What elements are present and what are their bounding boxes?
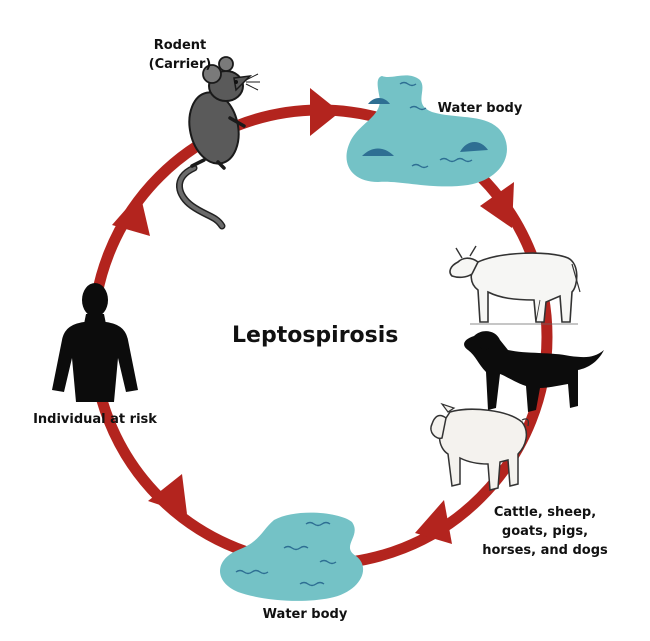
pig-icon bbox=[430, 402, 529, 491]
cycle-arrow-lower-right bbox=[415, 500, 452, 544]
animals-label: Cattle, sheep, goats, pigs, horses, and … bbox=[470, 503, 620, 560]
water-top-label: Water body bbox=[437, 101, 523, 116]
human-silhouette-icon bbox=[52, 283, 138, 402]
rodent-label: Rodent (Carrier) bbox=[130, 36, 230, 74]
water-bottom-label: Water body bbox=[262, 607, 348, 622]
rodent-label-line1: Rodent bbox=[153, 38, 207, 53]
human-label: Individual at risk bbox=[33, 412, 157, 427]
cycle-arrow-top bbox=[310, 88, 340, 136]
cycle-arrow-lower-left bbox=[148, 474, 187, 514]
diagram-title: Leptospirosis bbox=[232, 323, 399, 348]
dog-icon bbox=[464, 331, 604, 412]
animals-label-line2: goats, pigs, bbox=[501, 524, 589, 539]
rodent-label-line2: (Carrier) bbox=[148, 57, 212, 72]
animals-label-line3: horses, and dogs bbox=[482, 543, 608, 558]
water-pond-icon bbox=[220, 512, 364, 601]
rat-icon bbox=[176, 56, 260, 230]
animals-label-line1: Cattle, sheep, bbox=[493, 505, 597, 520]
cow-icon bbox=[449, 245, 581, 325]
water-pond-icon bbox=[346, 75, 507, 187]
cycle-arrow-upper-right bbox=[480, 182, 514, 228]
cycle-arrow-upper-left bbox=[112, 193, 150, 236]
